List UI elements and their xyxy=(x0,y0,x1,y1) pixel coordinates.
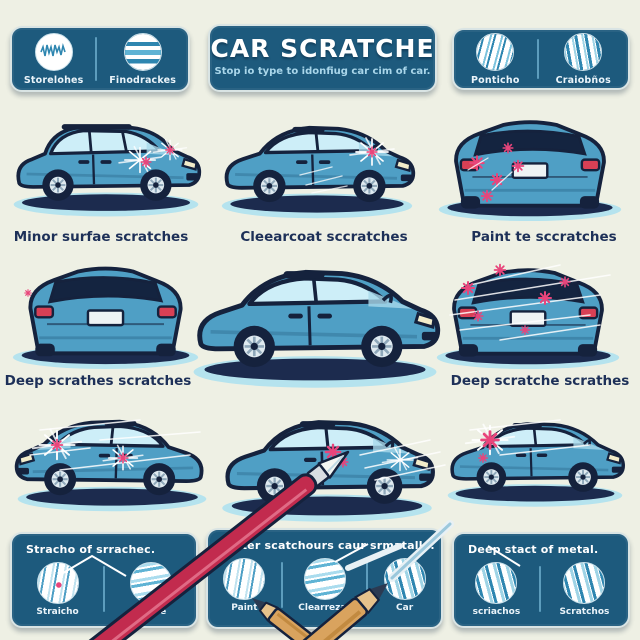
panel-divider xyxy=(536,38,539,80)
panel-divider xyxy=(95,37,98,81)
panel-divider xyxy=(366,562,369,608)
page-subtitle: Stop io type to idonfiug car cim of car. xyxy=(214,66,431,77)
car-hatch-deep xyxy=(434,268,622,371)
legend-item-label: Latale xyxy=(134,607,167,617)
legend-item-paint: Paint xyxy=(223,558,266,613)
scratch-marks-sedan1 xyxy=(299,137,395,194)
legend-center-panel: Finter scatchours caur srmatalle. Paint … xyxy=(206,528,443,629)
legend-item-label: Paint xyxy=(231,603,258,613)
banded-scratch-icon xyxy=(123,32,162,71)
header-left-panel: Storelohes Finodrackes xyxy=(10,26,190,92)
scratch-marks-rear1 xyxy=(467,142,525,203)
legend-right-title: Deep stact of metal. xyxy=(468,543,599,556)
legend-item-label: Scratchos xyxy=(559,607,610,617)
scratch-mark-wagon xyxy=(24,289,32,297)
header-title-panel: CAR SCRATCHE Stop io type to idonfiug ca… xyxy=(208,24,437,92)
scratch-dot-icon xyxy=(36,562,79,604)
scratch-streak-icon xyxy=(129,562,172,604)
legend-item-clearcoat: Clearrezat xyxy=(298,558,351,613)
squiggle-scratch-icon xyxy=(34,32,73,71)
car-sedan-large-clean xyxy=(194,271,438,388)
legend-item-latale: Latale xyxy=(129,562,172,617)
legend-item-label: Car xyxy=(396,603,414,613)
scratch-marks-suv xyxy=(118,138,188,174)
header-right-panel: Ponticho Craiobños xyxy=(452,28,630,90)
caption-deep-left: Deep scrathes scratches xyxy=(4,373,192,389)
header-item-label: Ponticho xyxy=(471,74,520,86)
deep-scratch-icon xyxy=(475,562,518,604)
caption-minor-surface: Minor surfae scratches xyxy=(13,229,189,245)
panel-divider xyxy=(103,566,106,612)
legend-item-scriachos: scriachos xyxy=(472,562,521,617)
streak-scratch-icon xyxy=(476,32,515,71)
legend-item-straicho: Straicho xyxy=(36,562,79,617)
header-item-label: Storelohes xyxy=(23,74,84,86)
legend-item-label: Straicho xyxy=(36,607,79,617)
paint-layer-icon xyxy=(223,558,266,600)
header-item-craiobnos: Craiobños xyxy=(555,32,611,86)
streak-scratch-icon xyxy=(564,32,603,71)
legend-item-label: scriachos xyxy=(472,607,521,617)
header-item-storelohes: Storelohes xyxy=(23,32,84,86)
legend-left-title: Stracho of srrachec. xyxy=(26,543,156,556)
page-title: CAR SCRATCHE xyxy=(210,34,435,63)
caption-clearcoat: Cleearcoat sccratches xyxy=(240,229,408,245)
legend-right-panel: Deep stact of metal. scriachos Scratchos xyxy=(452,532,630,628)
header-item-finodrackes: Finodrackes xyxy=(109,32,177,86)
legend-left-panel: Stracho of srrachec. Straicho Latale xyxy=(10,532,198,628)
scratch-marks-coupe xyxy=(29,419,201,471)
scratch-marks-brush-car xyxy=(324,439,446,481)
legend-item-scratchos: Scratchos xyxy=(559,562,609,617)
car-sedan-with-paintbrush xyxy=(222,421,433,522)
caption-paint: Paint te sccratches xyxy=(471,229,617,245)
panel-divider xyxy=(538,566,541,612)
deep-scratch-icon xyxy=(563,562,606,604)
scratch-marks-hatch xyxy=(449,263,611,341)
panel-divider xyxy=(280,562,283,608)
caption-deep-right: Deep scratche scrathes xyxy=(450,373,630,389)
car-sedan-rear-paint xyxy=(436,120,624,223)
legend-item-car: Car xyxy=(383,558,426,613)
legend-center-title: Finter scatchours caur srmatalle. xyxy=(222,539,435,552)
car-wagon-deep xyxy=(10,266,201,371)
header-item-label: Craiobños xyxy=(555,74,611,86)
clearcoat-layer-icon xyxy=(303,558,346,600)
legend-item-label: Clearrezat xyxy=(298,603,351,613)
car-layer-icon xyxy=(383,558,426,600)
header-item-ponticho: Ponticho xyxy=(471,32,520,86)
car-suv-minor-surface xyxy=(14,124,200,216)
car-coupe-scratched xyxy=(17,421,207,512)
car-sedan-clearcoat xyxy=(222,127,414,218)
car-sedan-star-scratch xyxy=(448,423,624,507)
scratch-marks-star-car xyxy=(464,419,591,463)
header-item-label: Finodrackes xyxy=(109,74,177,86)
